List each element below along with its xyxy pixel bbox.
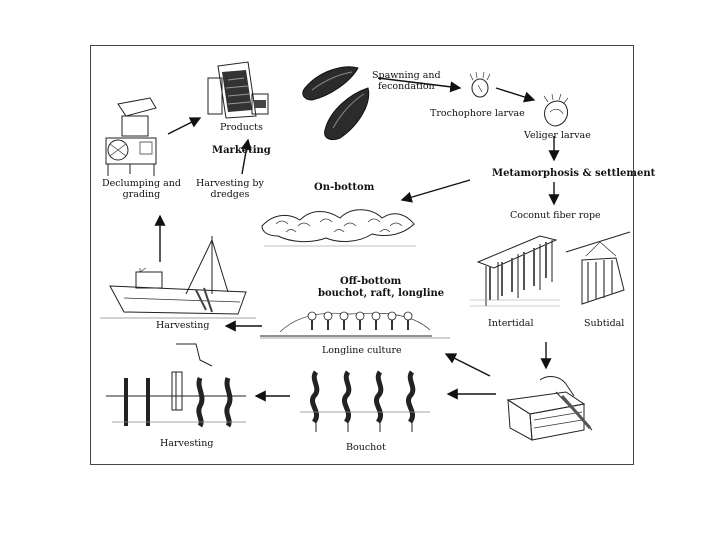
- label-off-bottom-title: Off-bottom: [340, 276, 401, 287]
- label-veliger: Veliger larvae: [524, 130, 591, 141]
- bouchot-harvester-icon: [106, 344, 246, 426]
- longline-culture-icon: [260, 312, 450, 338]
- label-subtidal: Subtidal: [584, 318, 624, 329]
- label-products: Products: [220, 122, 263, 133]
- bouchot-poles-icon: [300, 372, 430, 432]
- label-bouchot: Bouchot: [346, 442, 386, 453]
- label-coconut-rope: Coconut fiber rope: [510, 210, 601, 221]
- mussel-shells-icon: [303, 67, 369, 140]
- arrow-crate-to-longline: [446, 354, 490, 376]
- arrow-declumping-to-products: [168, 118, 200, 134]
- label-trochophore: Trochophore larvae: [430, 108, 525, 119]
- label-harvesting-boat: Harvesting: [156, 320, 209, 331]
- label-on-bottom: On-bottom: [314, 182, 374, 193]
- products-package-icon: [208, 62, 268, 118]
- harvesting-boat-icon: [100, 236, 256, 318]
- label-metamorphosis: Metamorphosis & settlement: [492, 168, 655, 179]
- label-marketing: Marketing: [212, 145, 271, 156]
- mussel-crate-icon: [508, 377, 592, 440]
- declumping-machine-icon: [106, 98, 156, 176]
- label-longline: Longline culture: [322, 345, 402, 356]
- arrow-trochophore-to-veliger: [496, 88, 534, 100]
- trochophore-larva-icon: [470, 72, 490, 97]
- arrow-metamorphosis-to-on-bottom: [402, 180, 470, 200]
- label-intertidal: Intertidal: [488, 318, 534, 329]
- subtidal-cage-icon: [566, 232, 630, 304]
- label-off-bottom-sub: bouchot, raft, longline: [318, 288, 444, 299]
- intertidal-rope-frame-icon: [470, 236, 560, 306]
- veliger-larva-icon: [544, 94, 568, 126]
- label-harvesting-bouchot: Harvesting: [160, 438, 213, 449]
- mussel-bed-icon: [262, 210, 416, 246]
